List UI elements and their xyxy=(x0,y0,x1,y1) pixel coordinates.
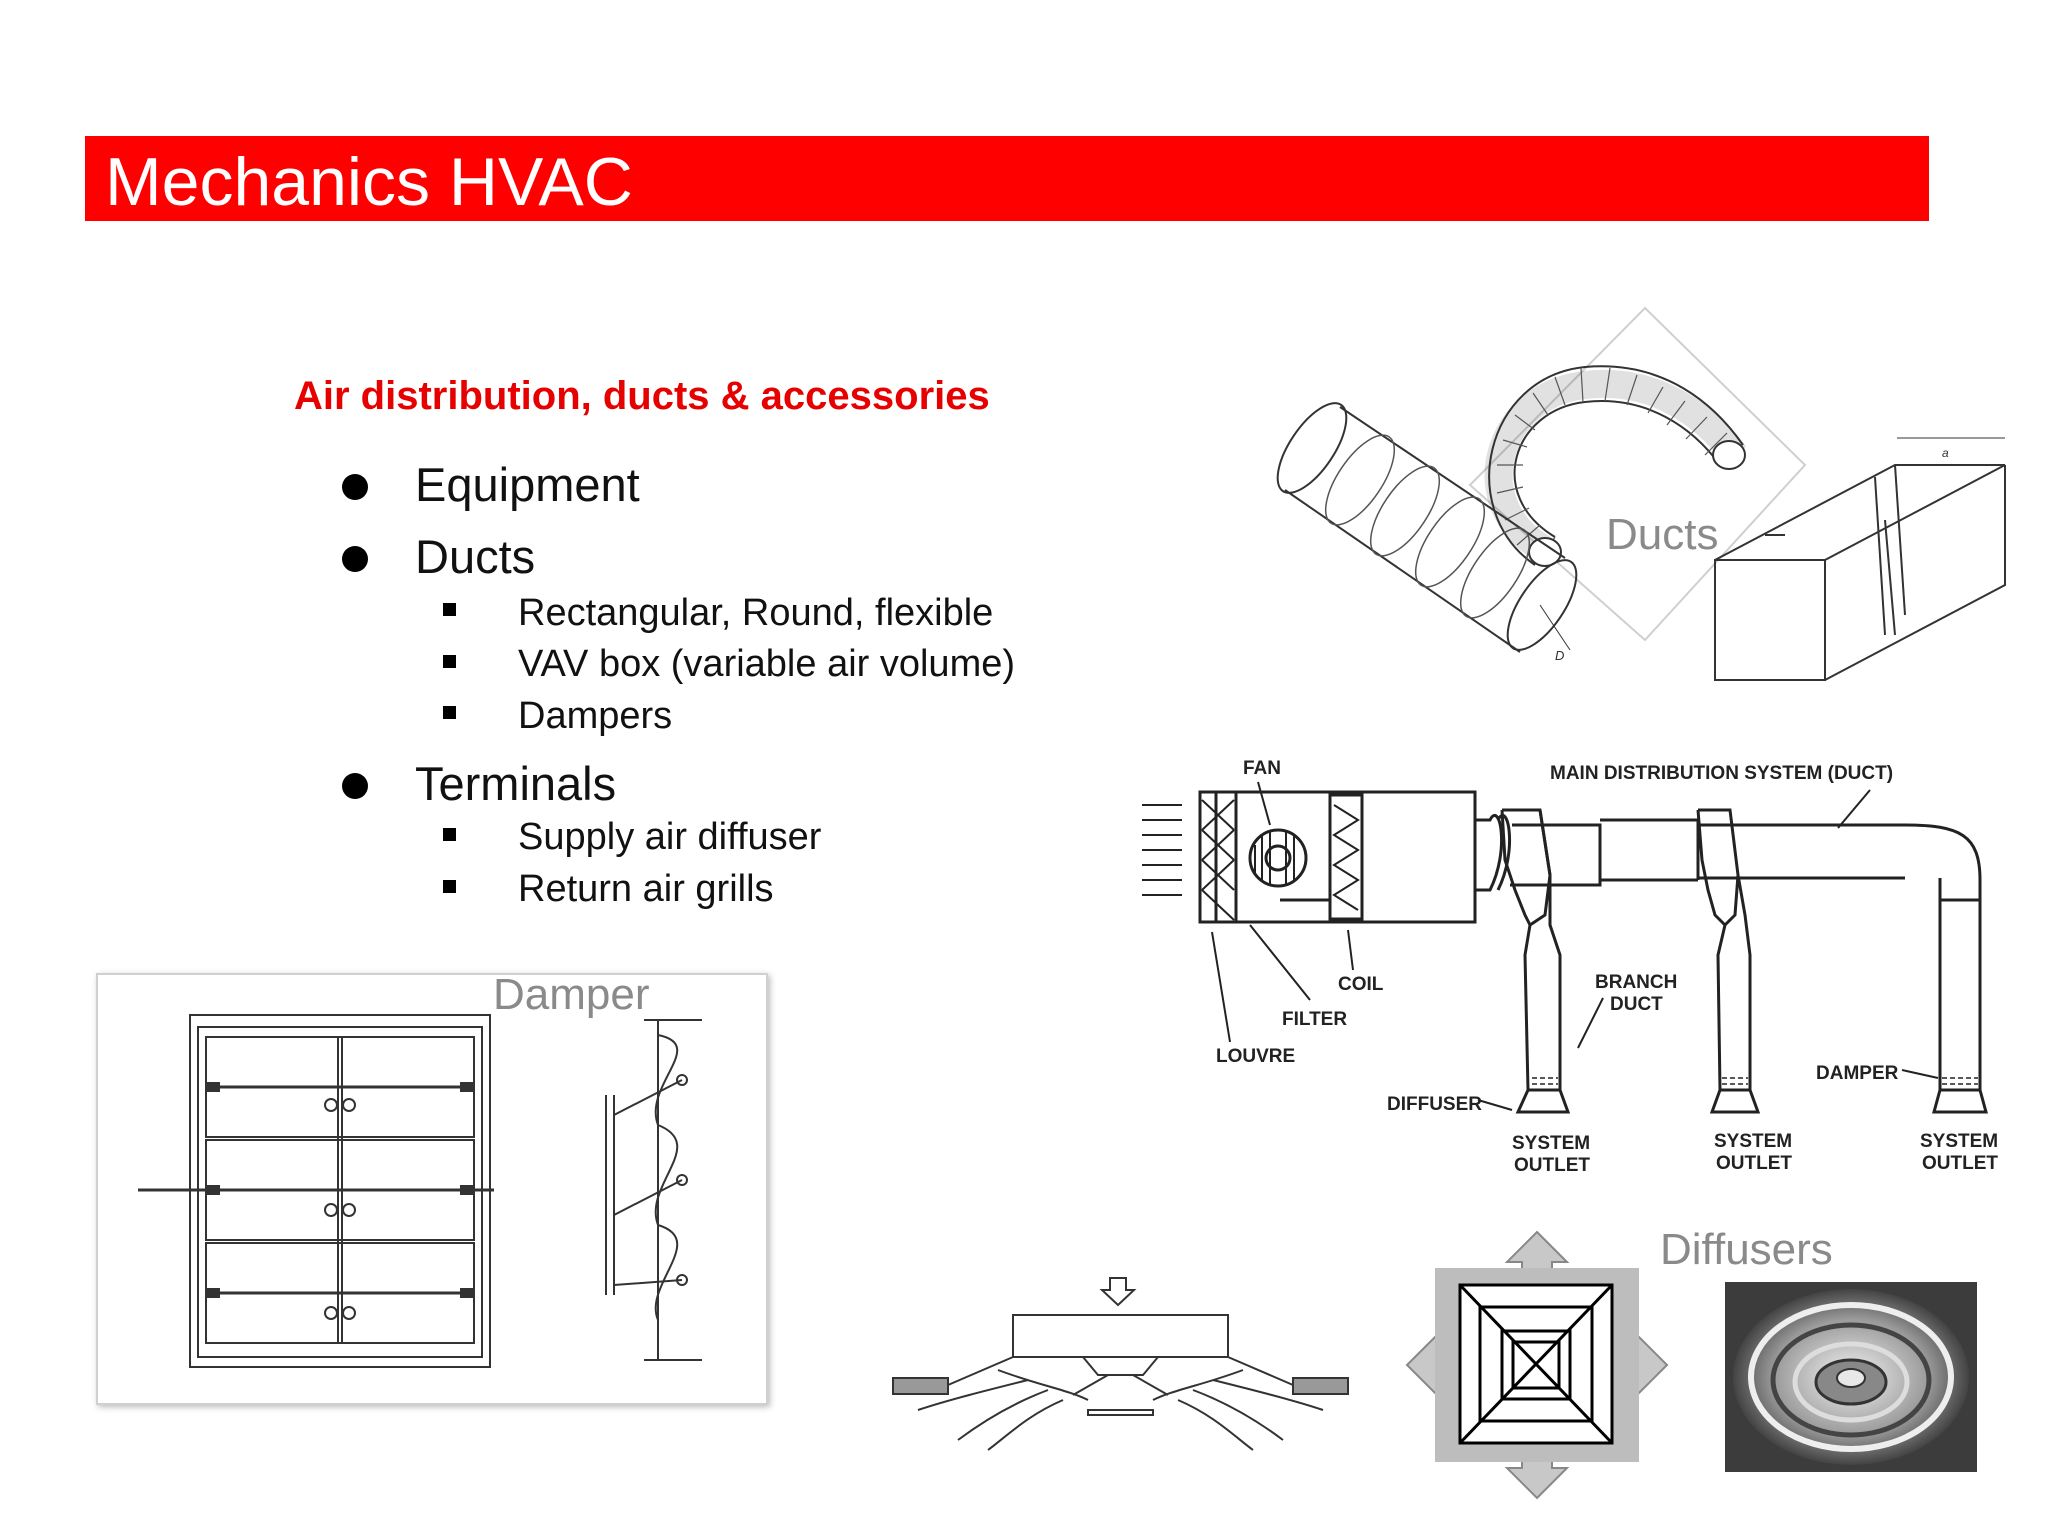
svg-text:D: D xyxy=(1555,648,1564,663)
label-coil: COIL xyxy=(1338,974,1384,995)
sub-item-dampers: Dampers xyxy=(518,695,673,737)
bullet-item-terminals: Terminals xyxy=(415,757,617,810)
damper-image-frame xyxy=(96,973,768,1405)
label-main-duct: MAIN DISTRIBUTION SYSTEM (DUCT) xyxy=(1550,763,1893,784)
sub-bullet-square xyxy=(443,603,456,616)
four-way-diffuser-illustration xyxy=(1405,1230,1669,1500)
hvac-system-diagram: FAN MAIN DISTRIBUTION SYSTEM (DUCT) COIL… xyxy=(1142,758,1998,1176)
title-bar xyxy=(85,136,1929,221)
sub-bullet-square xyxy=(443,828,456,841)
label-outlet-2: OUTLET xyxy=(1716,1153,1792,1174)
sub-item-duct-types: Rectangular, Round, flexible xyxy=(518,592,994,634)
sub-item-supply-diffuser: Supply air diffuser xyxy=(518,816,822,858)
label-system-3: SYSTEM xyxy=(1920,1131,1998,1152)
label-system-2: SYSTEM xyxy=(1714,1131,1792,1152)
label-damper: DAMPER xyxy=(1816,1063,1899,1084)
bullet-item-ducts: Ducts xyxy=(415,530,536,583)
sub-bullet-square xyxy=(443,706,456,719)
sub-item-return-grills: Return air grills xyxy=(518,868,774,910)
bullet-dot xyxy=(342,546,368,572)
slide-title: Mechanics HVAC xyxy=(105,144,633,220)
diffuser-airflow-sketch xyxy=(892,1277,1349,1451)
damper-illustration xyxy=(138,1014,702,1368)
bullet-dot xyxy=(342,773,368,799)
label-branch: BRANCH xyxy=(1595,972,1677,993)
bullet-dot xyxy=(342,474,368,500)
damper-image-label: Damper xyxy=(493,970,650,1019)
diffusers-image-label: Diffusers xyxy=(1660,1225,1833,1274)
ducts-image-label: Ducts xyxy=(1606,510,1719,559)
label-outlet-1: OUTLET xyxy=(1514,1155,1590,1176)
sub-bullet-square xyxy=(443,655,456,668)
label-diffuser: DIFFUSER xyxy=(1387,1094,1482,1115)
ducts-illustration: D a b xyxy=(1276,306,2006,681)
label-filter: FILTER xyxy=(1282,1009,1347,1030)
label-outlet-3: OUTLET xyxy=(1922,1153,1998,1174)
round-diffuser-photo xyxy=(1725,1282,1977,1472)
section-heading: Air distribution, ducts & accessories xyxy=(294,374,990,418)
label-system-1: SYSTEM xyxy=(1512,1133,1590,1154)
label-louvre: LOUVRE xyxy=(1216,1046,1295,1067)
sub-bullet-square xyxy=(443,880,456,893)
label-branch-duct: DUCT xyxy=(1610,994,1663,1015)
sub-item-vav-box: VAV box (variable air volume) xyxy=(518,643,1016,685)
label-fan: FAN xyxy=(1243,758,1281,779)
bullet-item-equipment: Equipment xyxy=(415,458,640,511)
svg-text:a: a xyxy=(1942,446,1949,460)
